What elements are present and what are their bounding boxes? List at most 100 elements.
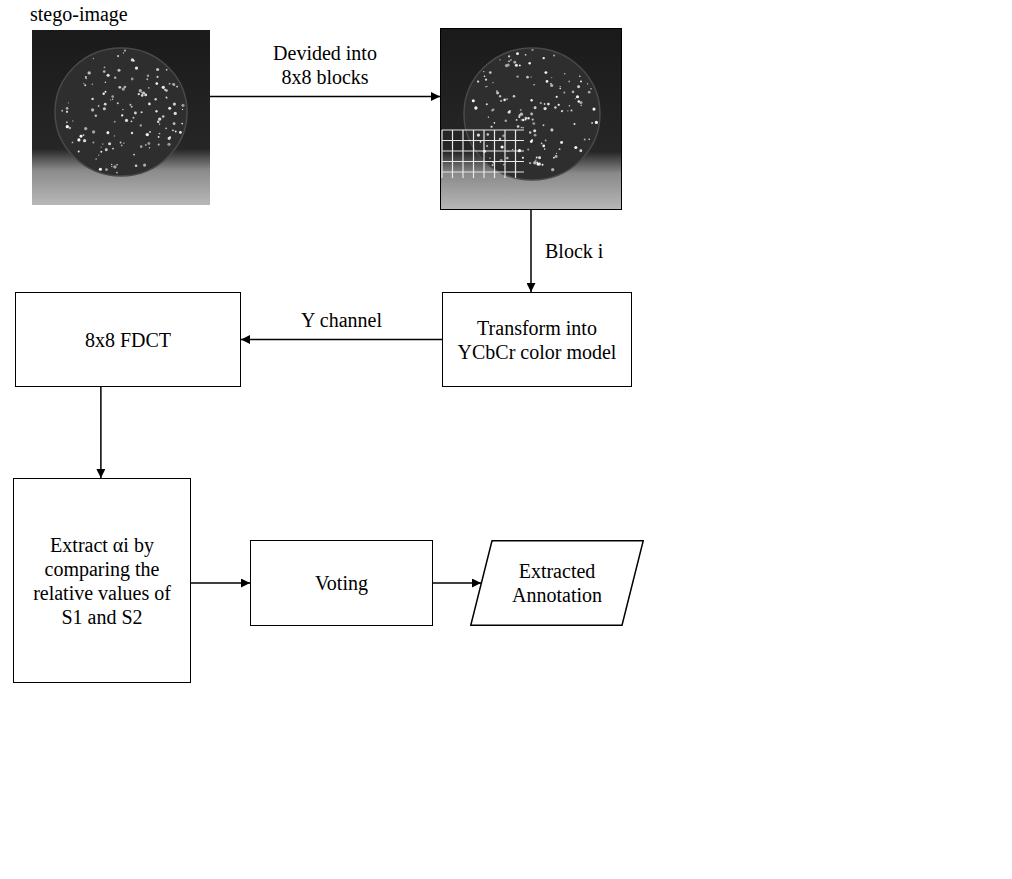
image-dot	[147, 75, 149, 77]
image-dot	[522, 119, 524, 121]
image-dot	[135, 66, 138, 69]
image-dot	[496, 91, 499, 94]
image-dot	[159, 133, 161, 135]
image-dot	[131, 120, 133, 122]
image-dot	[522, 157, 524, 159]
image-dot	[530, 76, 531, 77]
image-dot	[91, 98, 93, 100]
image-dot	[159, 123, 160, 124]
image-dot	[146, 78, 148, 80]
image-dot	[114, 121, 116, 123]
image-dot	[103, 93, 105, 95]
image-dot	[530, 99, 532, 101]
image-dots	[472, 49, 598, 171]
blocked-image	[440, 28, 622, 210]
process-box: Transform into YCbCr color model	[442, 292, 632, 387]
image-dot	[93, 58, 94, 59]
image-dot	[591, 122, 593, 124]
image-dot	[588, 91, 591, 94]
image-dot	[72, 142, 74, 144]
image-dot	[146, 133, 149, 136]
process-box: Extract αi by comparing the relative val…	[13, 478, 191, 683]
image-dot	[168, 107, 171, 110]
image-dot	[492, 82, 493, 83]
image-dot	[474, 106, 477, 109]
image-dot	[117, 55, 119, 57]
image-dot	[521, 119, 522, 120]
image-dot	[103, 107, 106, 110]
image-dot	[182, 109, 183, 110]
process-box: 8x8 FDCT	[15, 292, 241, 387]
flow-arrow	[100, 387, 102, 478]
image-dot	[91, 108, 94, 111]
image-dot	[553, 157, 555, 159]
image-dot	[529, 131, 531, 133]
image-dot	[551, 168, 554, 171]
image-dot	[569, 105, 571, 107]
image-dot	[532, 122, 535, 125]
image-dot	[138, 93, 140, 95]
image-ground	[32, 30, 210, 205]
image-dot	[148, 103, 151, 106]
image-dot	[84, 84, 86, 86]
image-dot	[499, 138, 502, 141]
image-dot	[546, 80, 549, 83]
image-dot	[513, 61, 516, 64]
image-dot	[500, 100, 502, 102]
flow-arrow	[210, 96, 440, 98]
image-dot	[131, 78, 134, 81]
image-dot	[116, 164, 117, 165]
image-dot	[154, 98, 157, 101]
image-dot	[165, 89, 168, 92]
image-dot	[485, 86, 486, 87]
image-dot	[536, 156, 538, 158]
image-dot	[106, 131, 109, 134]
image-dot	[588, 138, 590, 140]
image-dot	[158, 136, 160, 138]
image-dot	[129, 104, 131, 106]
image-dot	[144, 93, 147, 96]
image-dot	[176, 86, 178, 88]
image-dot	[105, 81, 107, 83]
image-dot	[516, 119, 518, 121]
image-dot	[502, 134, 505, 137]
image-dot	[172, 83, 175, 86]
image-dot	[98, 105, 100, 107]
image-dot	[100, 146, 101, 147]
image-dot	[133, 60, 135, 62]
image-dot	[472, 99, 475, 102]
image-dot	[112, 148, 114, 150]
image-dot	[580, 105, 581, 106]
image-dot	[494, 122, 496, 124]
image-dot	[527, 149, 529, 151]
image-dot	[157, 121, 159, 123]
image-dot	[104, 67, 106, 69]
image-dot	[141, 111, 143, 113]
image-dot	[541, 142, 543, 144]
image-dot	[567, 110, 568, 111]
image-dot	[531, 49, 533, 51]
grid-line	[452, 130, 453, 178]
image-dot	[530, 140, 533, 143]
image-dot	[592, 108, 595, 111]
image-circle	[55, 48, 187, 176]
image-dot	[485, 79, 487, 81]
image-dot	[564, 73, 566, 75]
image-dot	[518, 116, 520, 118]
image-dot	[135, 165, 138, 168]
image-dot	[92, 83, 94, 85]
image-dot	[572, 91, 575, 94]
image-dot	[133, 154, 135, 156]
image-dot	[488, 116, 489, 117]
image-dot	[141, 94, 143, 96]
image-dot	[117, 102, 119, 104]
image-dot	[550, 83, 552, 85]
image-dot	[83, 83, 84, 84]
image-dot	[510, 59, 512, 61]
image-dot	[519, 64, 521, 66]
image-dot	[489, 71, 492, 74]
image-dot	[179, 131, 182, 134]
image-dot	[85, 78, 87, 80]
image-dot	[526, 76, 529, 79]
